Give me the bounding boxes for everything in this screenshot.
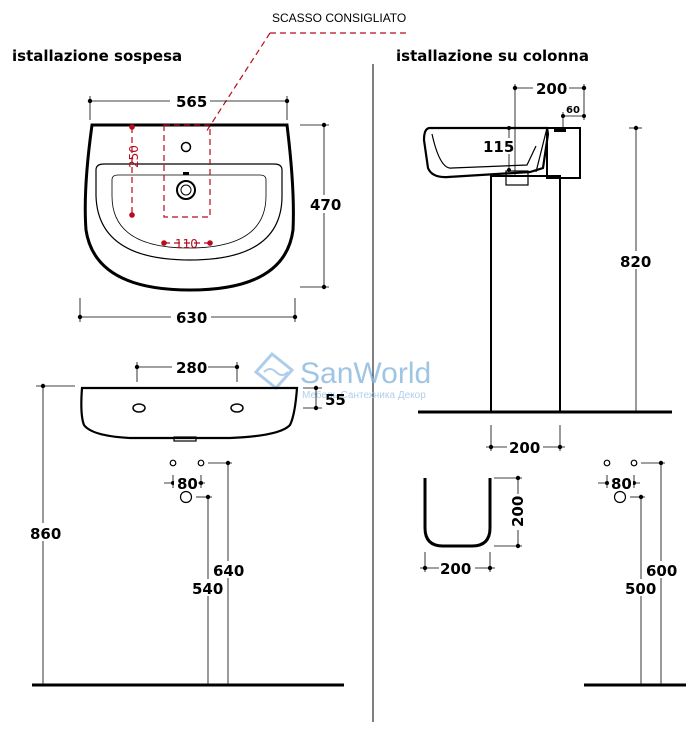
- dim-col-pipe-lower: 500: [625, 580, 656, 598]
- dim-pipe-upper: 640: [213, 562, 244, 580]
- dim-top-width: 565: [176, 93, 207, 111]
- dim-col-height: 820: [620, 253, 651, 271]
- dim-recess-width: 110: [175, 237, 198, 251]
- dim-col-pipe-upper: 600: [646, 562, 677, 580]
- dim-col-top: 200: [536, 80, 567, 98]
- dim-col-bowl: 115: [483, 138, 514, 156]
- dim-col-waste-spacing: 80: [611, 475, 632, 493]
- dim-col-section-w: 200: [440, 560, 471, 578]
- dim-waste-spacing: 80: [177, 475, 198, 493]
- dim-recess-height: 250: [127, 145, 141, 168]
- basin-front-view: [80, 386, 299, 442]
- dim-col-small: 60: [566, 105, 580, 116]
- dim-col-base: 200: [509, 439, 540, 457]
- basin-side-view: [422, 126, 581, 413]
- recess-leader-diagonal: [205, 32, 271, 133]
- dim-depth: 470: [310, 196, 341, 214]
- sanworld-logo-icon: [253, 351, 295, 391]
- dim-fixing-offset: 55: [325, 391, 346, 409]
- basin-top-view: [83, 123, 295, 292]
- title-wall-mounted: istallazione sospesa: [12, 47, 182, 65]
- column-section: [423, 478, 492, 548]
- recess-note: SCASSO CONSIGLIATO: [272, 11, 406, 25]
- title-column: istallazione su colonna: [396, 47, 589, 65]
- dim-fixing-spacing: 280: [176, 359, 207, 377]
- dim-pipe-lower: 540: [192, 580, 223, 598]
- dim-floor-height: 860: [30, 525, 61, 543]
- watermark-brand: SanWorld: [300, 357, 431, 390]
- watermark-tagline: Мебель Сантехника Декор: [302, 389, 426, 401]
- dim-col-section-h: 200: [509, 496, 527, 527]
- dim-overall-width: 630: [176, 309, 207, 327]
